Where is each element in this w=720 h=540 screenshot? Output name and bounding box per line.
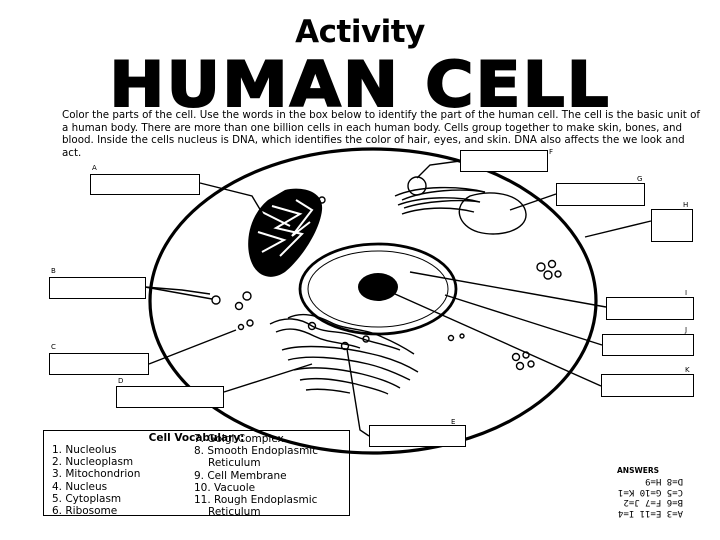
leader-line-j xyxy=(444,294,603,346)
label-box-a[interactable] xyxy=(90,174,200,195)
vocabulary-column-1: 1. Nucleolus 2. Nucleoplasm 3. Mitochond… xyxy=(52,444,140,517)
smooth-endoplasmic-reticulum xyxy=(269,318,401,351)
label-box-d[interactable] xyxy=(116,386,224,408)
vocab-item: 4. Nucleus xyxy=(52,480,108,493)
vocab-item: 11. Rough Endoplasmic xyxy=(194,494,318,507)
label-letter-i: I xyxy=(685,289,688,297)
rough-endoplasmic-reticulum xyxy=(281,345,419,373)
vocabulary-title: Cell Vocabulary: xyxy=(148,432,245,444)
nucleus-inner-edge xyxy=(307,250,449,328)
leader-line-d xyxy=(223,363,313,393)
label-box-j[interactable] xyxy=(602,334,694,356)
vacuole xyxy=(458,192,527,235)
vocab-item: 10. Vacuole xyxy=(194,481,256,494)
label-letter-j: J xyxy=(685,326,688,334)
leader-line-a xyxy=(199,182,271,227)
label-box-b[interactable] xyxy=(49,277,146,299)
answer-row: B=6 F=7 J=2 xyxy=(623,497,683,508)
vocab-item: 9. Cell Membrane xyxy=(194,469,287,482)
vocab-item: 6. Ribosome xyxy=(52,505,118,518)
slide-title: Activity xyxy=(295,14,425,50)
leader-line-h xyxy=(584,220,652,238)
label-letter-k: K xyxy=(685,366,690,374)
vocab-item-continued: Reticulum xyxy=(208,506,261,519)
cell-vocabulary-box: Cell Vocabulary: 1. Nucleolus 2. Nucleop… xyxy=(43,430,350,518)
leader-line-k xyxy=(394,293,602,387)
leader-line-b xyxy=(144,286,213,300)
answer-row: D=8 H=9 xyxy=(645,476,683,487)
label-letter-f: F xyxy=(549,148,554,156)
leader-line-i xyxy=(409,271,607,308)
label-box-g[interactable] xyxy=(556,183,645,206)
label-letter-e: E xyxy=(451,418,456,426)
label-box-h[interactable] xyxy=(651,209,693,242)
label-box-e[interactable] xyxy=(369,425,466,447)
leader-line-e xyxy=(346,348,370,437)
nucleolus xyxy=(358,273,398,301)
answer-row: A=3 E=11 I=4 xyxy=(617,508,683,518)
answers-upside-down: A=3 E=11 I=4 B=6 F=7 J=2 C=5 G=10 K=1 D=… xyxy=(588,476,683,519)
label-letter-a: A xyxy=(92,164,97,172)
vocabulary-column-2: 7. Golgi Complex 8. Smooth Endoplasmic R… xyxy=(194,433,318,518)
leader-line-g xyxy=(509,193,557,211)
label-letter-b: B xyxy=(51,267,56,275)
label-box-k[interactable] xyxy=(601,374,694,397)
leader-line-c xyxy=(148,329,237,365)
vocab-item-continued: Reticulum xyxy=(208,457,261,470)
leader-line-f xyxy=(416,160,461,179)
label-letter-c: C xyxy=(51,343,56,351)
vocab-item: 1. Nucleolus xyxy=(52,444,117,456)
nucleus xyxy=(298,242,458,336)
instructions-text: Color the parts of the cell. Use the wor… xyxy=(62,109,700,159)
cell-membrane xyxy=(148,147,598,455)
mitochondrion-cristae xyxy=(257,199,314,257)
vocab-item: 2. Nucleoplasm xyxy=(52,456,134,469)
vocab-item: 8. Smooth Endoplasmic xyxy=(194,445,318,458)
vocab-item: 5. Cytoplasm xyxy=(52,492,122,505)
label-letter-g: G xyxy=(637,175,643,183)
mitochondrion xyxy=(248,188,323,277)
vocab-item: 3. Mitochondrion xyxy=(52,468,141,481)
golgi-complex xyxy=(394,186,486,201)
label-letter-h: H xyxy=(683,201,689,209)
answer-row: C=5 G=10 K=1 xyxy=(617,487,683,497)
answers-title: ANSWERS xyxy=(617,466,660,475)
label-box-f[interactable] xyxy=(460,150,548,172)
vocab-item: 7. Golgi Complex xyxy=(194,433,284,445)
label-box-c[interactable] xyxy=(49,353,149,375)
worksheet-headline: HUMAN CELL xyxy=(108,47,611,122)
label-box-i[interactable] xyxy=(606,297,694,320)
label-letter-d: D xyxy=(118,377,124,385)
